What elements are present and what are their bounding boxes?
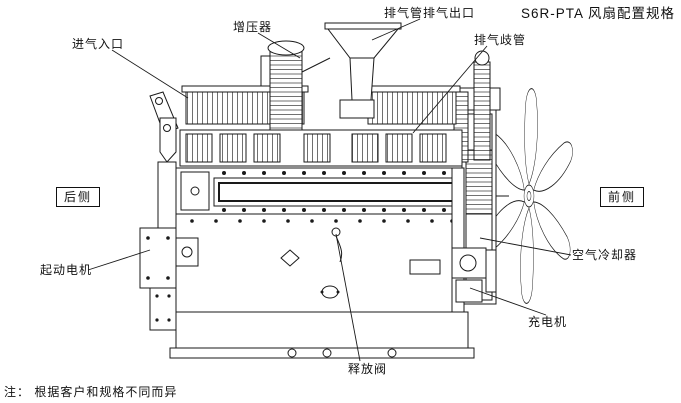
label-exhaust-outlet: 排气管排气出口 [384, 6, 476, 20]
footnote: 注： 根据客户和规格不同而异 [4, 385, 178, 399]
engine-crankcase [175, 167, 465, 313]
label-starter-motor: 起动电机 [40, 263, 93, 277]
leader-lines [87, 18, 572, 362]
label-release-valve: 释放阀 [348, 362, 388, 376]
label-alternator: 充电机 [528, 315, 568, 329]
starter-motor-shape [139, 227, 199, 331]
label-rear-side: 后侧 [56, 187, 101, 207]
diagram-title: S6R-PTA 风扇配置规格 [520, 6, 675, 21]
intake-bank-shapes [179, 85, 463, 167]
alternator-shape [451, 247, 497, 303]
label-turbocharger: 增压器 [233, 20, 273, 34]
oil-pan-shape [169, 311, 475, 359]
label-exhaust-manifold: 排气歧管 [474, 33, 527, 47]
turbocharger-shape [260, 40, 331, 131]
label-front-side: 前侧 [600, 187, 645, 207]
label-air-cooler: 空气冷却器 [572, 248, 638, 262]
label-intake-inlet: 进气入口 [72, 37, 125, 51]
engine-upper-block [175, 167, 465, 215]
